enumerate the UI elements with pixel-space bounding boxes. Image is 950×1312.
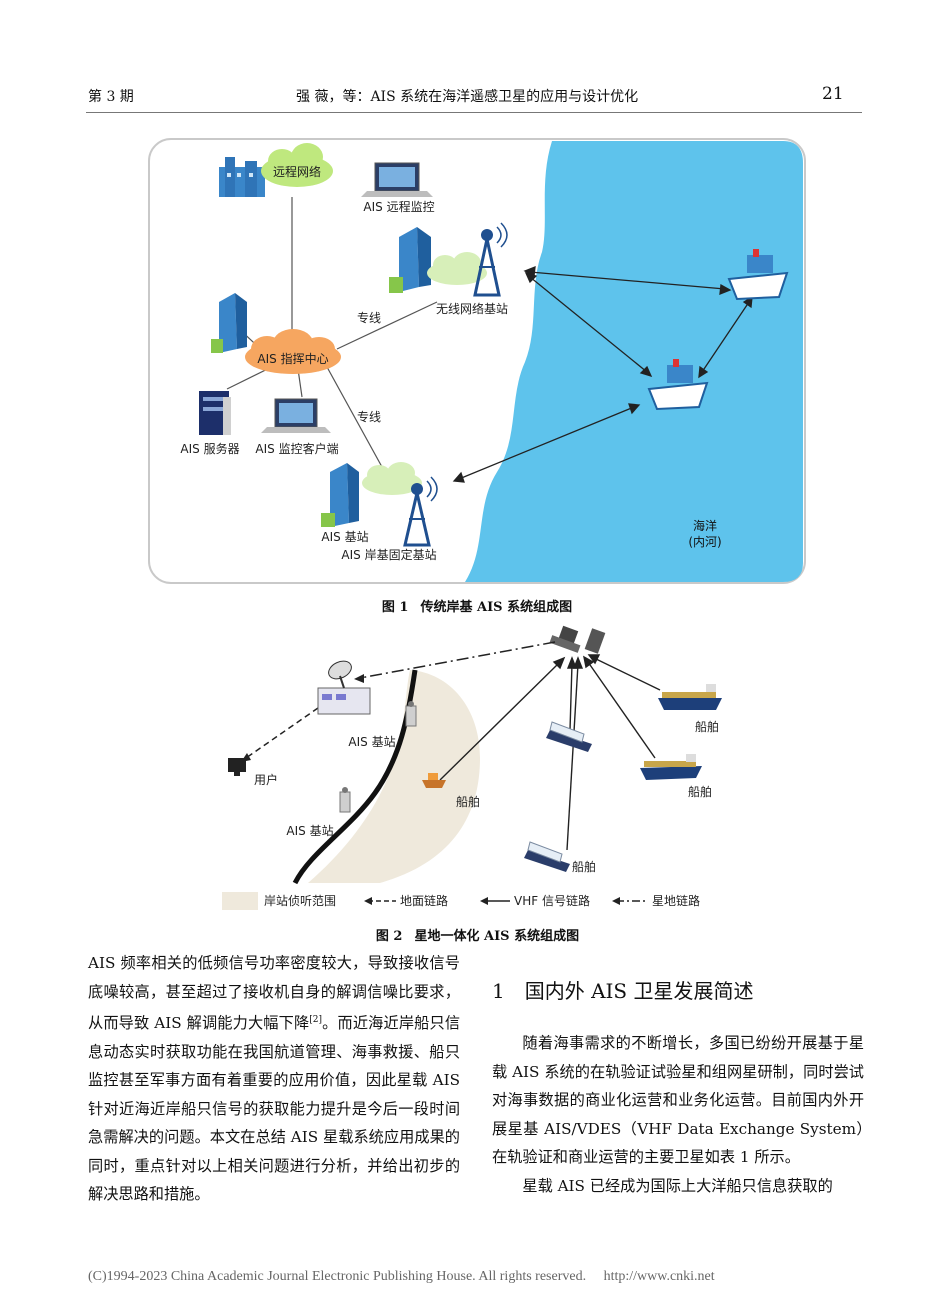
figure-1-diagram: 远程网络 AIS 远程监控 无线网络基站 专线 专线 — [148, 138, 806, 584]
client-laptop-icon — [261, 398, 331, 433]
ship-icon-tanker-top — [658, 684, 722, 710]
page-number: 21 — [822, 84, 844, 104]
command-center-label: AIS 指挥中心 — [257, 351, 328, 366]
left-paragraph-1: AIS 频率相关的低频信号功率密度较大，导致接收信号底噪较高，甚至超过了接收机自… — [88, 949, 460, 1209]
legend-sat-ground-label: 星地链路 — [652, 893, 700, 908]
remote-monitor-laptop-icon — [361, 162, 433, 197]
figure-1-caption-text: 传统岸基 AIS 系统组成图 — [420, 600, 573, 615]
dedicated-line-label-lower: 专线 — [357, 409, 381, 424]
ship-label-coastal: 船舶 — [456, 794, 480, 809]
copyright-footer: (C)1994-2023 China Academic Journal Elec… — [88, 1269, 715, 1284]
legend-vhf-label: VHF 信号链路 — [514, 893, 590, 908]
server-icon — [199, 391, 231, 435]
base-station-building-icon — [321, 463, 359, 527]
dedicated-line-label-upper: 专线 — [357, 310, 381, 325]
ship-icon-lower — [647, 359, 709, 411]
client-label: AIS 监控客户端 — [255, 441, 338, 456]
user-terminal-icon — [228, 758, 246, 776]
figure-1-caption-number: 图 1 — [381, 600, 409, 615]
base-station-label: AIS 基站 — [321, 530, 368, 544]
figure-2-legend: 岸站侦听范围 地面链路 VHF 信号链路 星地链路 — [222, 892, 700, 910]
legend-coverage-label: 岸站侦听范围 — [264, 894, 336, 908]
ground-receiving-station-icon — [317, 660, 371, 715]
command-center-cloud-icon — [245, 329, 341, 374]
ship-label-cruise-bottom: 船舶 — [572, 859, 596, 874]
base-station-cloud-icon — [362, 462, 422, 495]
figure-2-diagram: 用户 AIS 基站 AIS 基站 船舶 船舶 — [222, 625, 722, 910]
figure-2-caption: 图 2 星地一体化 AIS 系统组成图 — [210, 925, 745, 944]
ship-icon-upper — [727, 249, 789, 301]
ship-label-tanker-middle: 船舶 — [688, 784, 712, 799]
running-header-issue: 第 3 期 — [88, 89, 134, 105]
shore-station-label: AIS 岸基固定基站 — [341, 547, 436, 562]
right-paragraph-1: 随着海事需求的不断增长，多国已纷纷开展基于星载 AIS 系统的在轨验证试验星和组… — [492, 1034, 864, 1166]
figure-2-caption-text: 星地一体化 AIS 系统组成图 — [414, 929, 580, 944]
wireless-station-tower-icon — [473, 222, 508, 297]
running-header-title: 强 薇，等：AIS 系统在海洋遥感卫星的应用与设计优化 — [296, 89, 639, 105]
shore-station-tower-icon — [403, 476, 438, 547]
citation-ref-2: [2] — [309, 1015, 323, 1025]
ship-label-tanker-top: 船舶 — [695, 719, 719, 734]
left-paragraph-1-part-b: 。而近海近岸船只信息动态实时获取功能在我国航道管理、海事救援、船只监控甚至军事方… — [88, 1014, 461, 1204]
wireless-station-label: 无线网络基站 — [436, 301, 508, 316]
command-center-building-icon — [211, 293, 247, 353]
wireless-station-building-icon — [389, 227, 431, 293]
inland-label: (内河) — [688, 535, 721, 549]
figure-1: 远程网络 AIS 远程监控 无线网络基站 专线 专线 — [137, 127, 817, 601]
ship-icon-tanker-middle — [640, 754, 702, 780]
ship-icon-cruise-bottom — [524, 841, 570, 872]
ship-icon-coastal — [422, 773, 446, 788]
ship-icon-cruise — [546, 721, 592, 752]
figure-1-caption: 图 1 传统岸基 AIS 系统组成图 — [137, 596, 817, 615]
ais-base-station-icon-upper — [405, 701, 417, 727]
ocean-label: 海洋 — [693, 518, 717, 533]
user-label: 用户 — [254, 772, 278, 787]
ais-base-station-icon-lower — [339, 787, 351, 813]
legend-ground-label: 地面链路 — [400, 893, 448, 908]
section-heading: 1 国内外 AIS 卫星发展简述 — [492, 979, 754, 1003]
right-column-text: 随着海事需求的不断增长，多国已纷纷开展基于星载 AIS 系统的在轨验证试验星和组… — [492, 1029, 864, 1200]
right-paragraph-2: 星载 AIS 已经成为国际上大洋船只信息获取的 — [522, 1176, 833, 1195]
figure-2-caption-number: 图 2 — [375, 929, 403, 944]
ais-base-station-label-upper: AIS 基站 — [348, 735, 395, 749]
remote-network-cloud-icon — [261, 143, 333, 187]
wireless-station-cloud-icon — [427, 252, 487, 285]
ais-base-station-label-lower: AIS 基站 — [286, 824, 333, 838]
remote-network-label: 远程网络 — [273, 164, 321, 179]
remote-monitor-label: AIS 远程监控 — [363, 199, 434, 214]
remote-network-building-icon — [219, 157, 265, 197]
coverage-area — [308, 670, 480, 883]
left-column-text: AIS 频率相关的低频信号功率密度较大，导致接收信号底噪较高，甚至超过了接收机自… — [88, 949, 460, 1209]
satellite-icon — [549, 625, 606, 654]
header-rule — [86, 112, 862, 113]
figure-2: 用户 AIS 基站 AIS 基站 船舶 船舶 — [210, 618, 745, 922]
legend-coverage-swatch — [222, 892, 258, 910]
left-paragraph-1-part-a: AIS 频率相关的低频信号功率密度较大，导致接收信号底噪较高，甚至超过了接收机自… — [88, 954, 460, 1033]
server-label: AIS 服务器 — [180, 441, 239, 456]
